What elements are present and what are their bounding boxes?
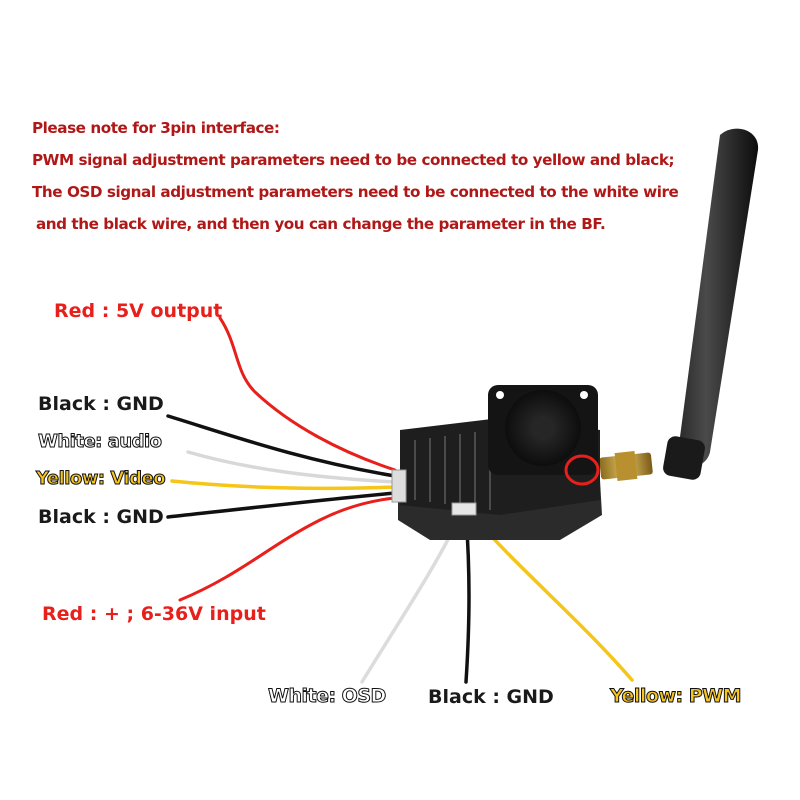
label-white-audio: White: audio <box>38 431 163 453</box>
white-wire-audio <box>186 450 397 484</box>
sma-nut <box>614 451 638 481</box>
note-line-2: PWM signal adjustment parameters need to… <box>32 151 675 169</box>
antenna-whip <box>678 128 759 467</box>
red-wire-input <box>178 496 397 602</box>
label-yellow-pwm: Yellow: PWM <box>609 685 742 708</box>
label-black-gnd-middle: Black : GND <box>38 506 164 528</box>
left-wire-harness <box>166 316 397 602</box>
red-wire-5v <box>218 316 397 472</box>
label-black-gnd-bottom: Black : GND <box>428 686 554 708</box>
black-wire-gnd-top <box>166 414 397 478</box>
bottom-connector <box>451 502 477 516</box>
note-line-3: The OSD signal adjustment parameters nee… <box>32 183 679 201</box>
black-wire-osd-gnd <box>464 513 471 684</box>
yellow-wire-video <box>170 479 397 491</box>
bottom-wire-harness <box>360 513 634 684</box>
label-red-input: Red : + ; 6-36V input <box>42 603 266 625</box>
side-connector <box>391 469 407 503</box>
fan-screw-hole <box>496 391 504 399</box>
note-line-4: and the black wire, and then you can cha… <box>36 215 606 233</box>
label-white-osd: White: OSD <box>268 685 387 708</box>
parameter-note: Please note for 3pin interface: PWM sign… <box>32 112 732 240</box>
label-yellow-video: Yellow: Video <box>35 468 166 490</box>
label-red-5v-output: Red : 5V output <box>54 300 223 322</box>
note-line-1: Please note for 3pin interface: <box>32 119 280 137</box>
antenna-joint <box>663 436 705 480</box>
antenna <box>599 128 759 481</box>
red-led-loop <box>564 454 600 486</box>
black-wire-gnd-bottom <box>166 491 397 519</box>
label-black-gnd-top: Black : GND <box>38 393 164 415</box>
vtx-module <box>391 385 602 540</box>
white-wire-osd <box>360 513 462 684</box>
